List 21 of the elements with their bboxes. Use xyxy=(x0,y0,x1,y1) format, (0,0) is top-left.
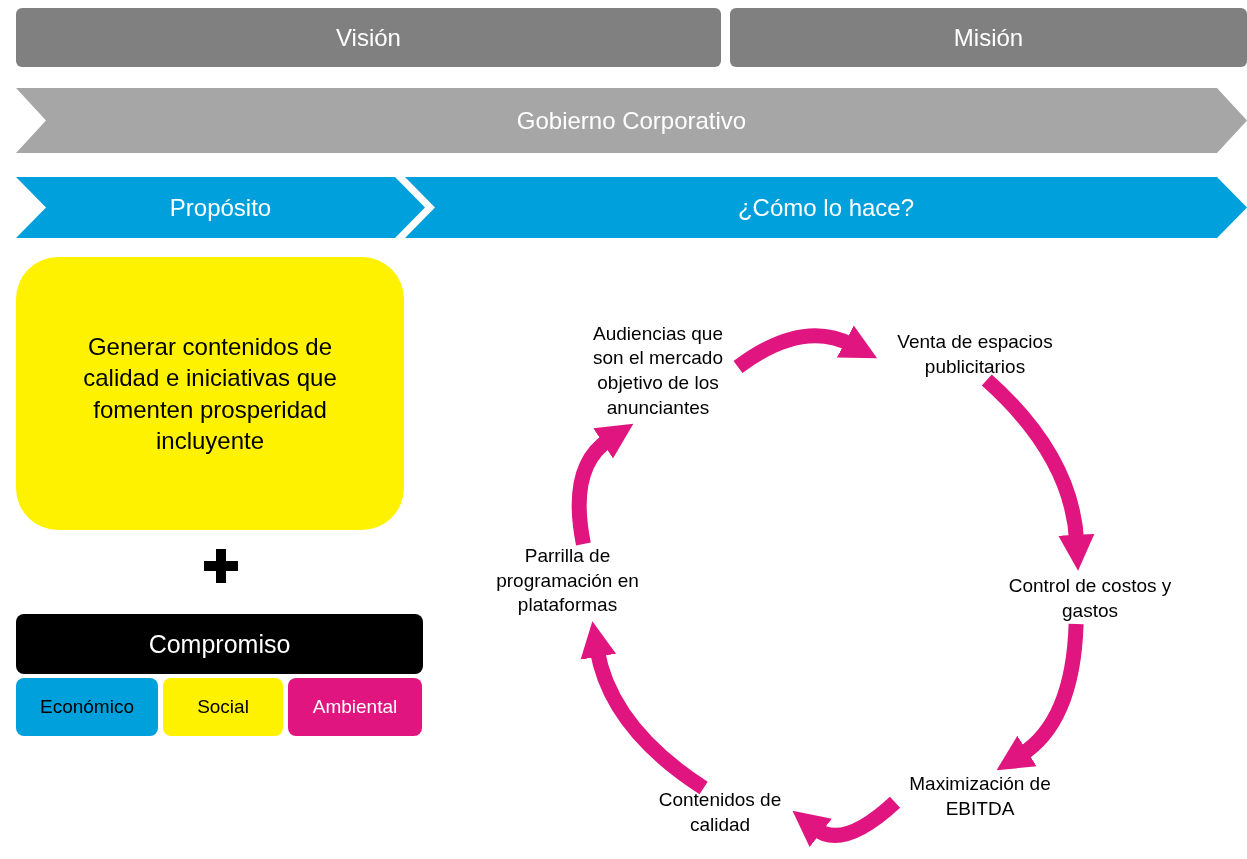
curved-arrow xyxy=(997,623,1084,772)
cycle-step-text: Parrilla de programación en plataformas xyxy=(490,544,645,618)
curved-arrow xyxy=(791,796,900,848)
cycle-step-text: Venta de espacios publicitarios xyxy=(880,330,1070,380)
curved-arrow xyxy=(733,325,878,374)
chevron-banner: Gobierno Corporativo xyxy=(16,88,1247,153)
commitment-tag: Económico xyxy=(16,678,158,736)
curved-arrow xyxy=(571,422,633,546)
purpose-box: Generar contenidos de calidad e iniciativas que fomenten prosperidad incluyente xyxy=(16,257,404,530)
commitment-tag: Social xyxy=(163,678,283,736)
commitment-tag: Ambiental xyxy=(288,678,422,736)
title-banner: Visión xyxy=(16,8,721,67)
curved-arrow xyxy=(581,621,708,795)
curved-arrow xyxy=(981,374,1094,571)
cycle-step-text: Control de costos y gastos xyxy=(995,574,1185,624)
cycle-step-text: Audiencias que son el mercado objetivo de los anunciantes xyxy=(578,320,738,422)
chevron-banner: Propósito xyxy=(16,177,425,238)
cycle-step-text: Contenidos de calidad xyxy=(650,788,790,838)
title-banner: Misión xyxy=(730,8,1247,67)
commitment-header: Compromiso xyxy=(16,614,423,674)
cycle-step-text: Maximización de EBITDA xyxy=(895,772,1065,822)
